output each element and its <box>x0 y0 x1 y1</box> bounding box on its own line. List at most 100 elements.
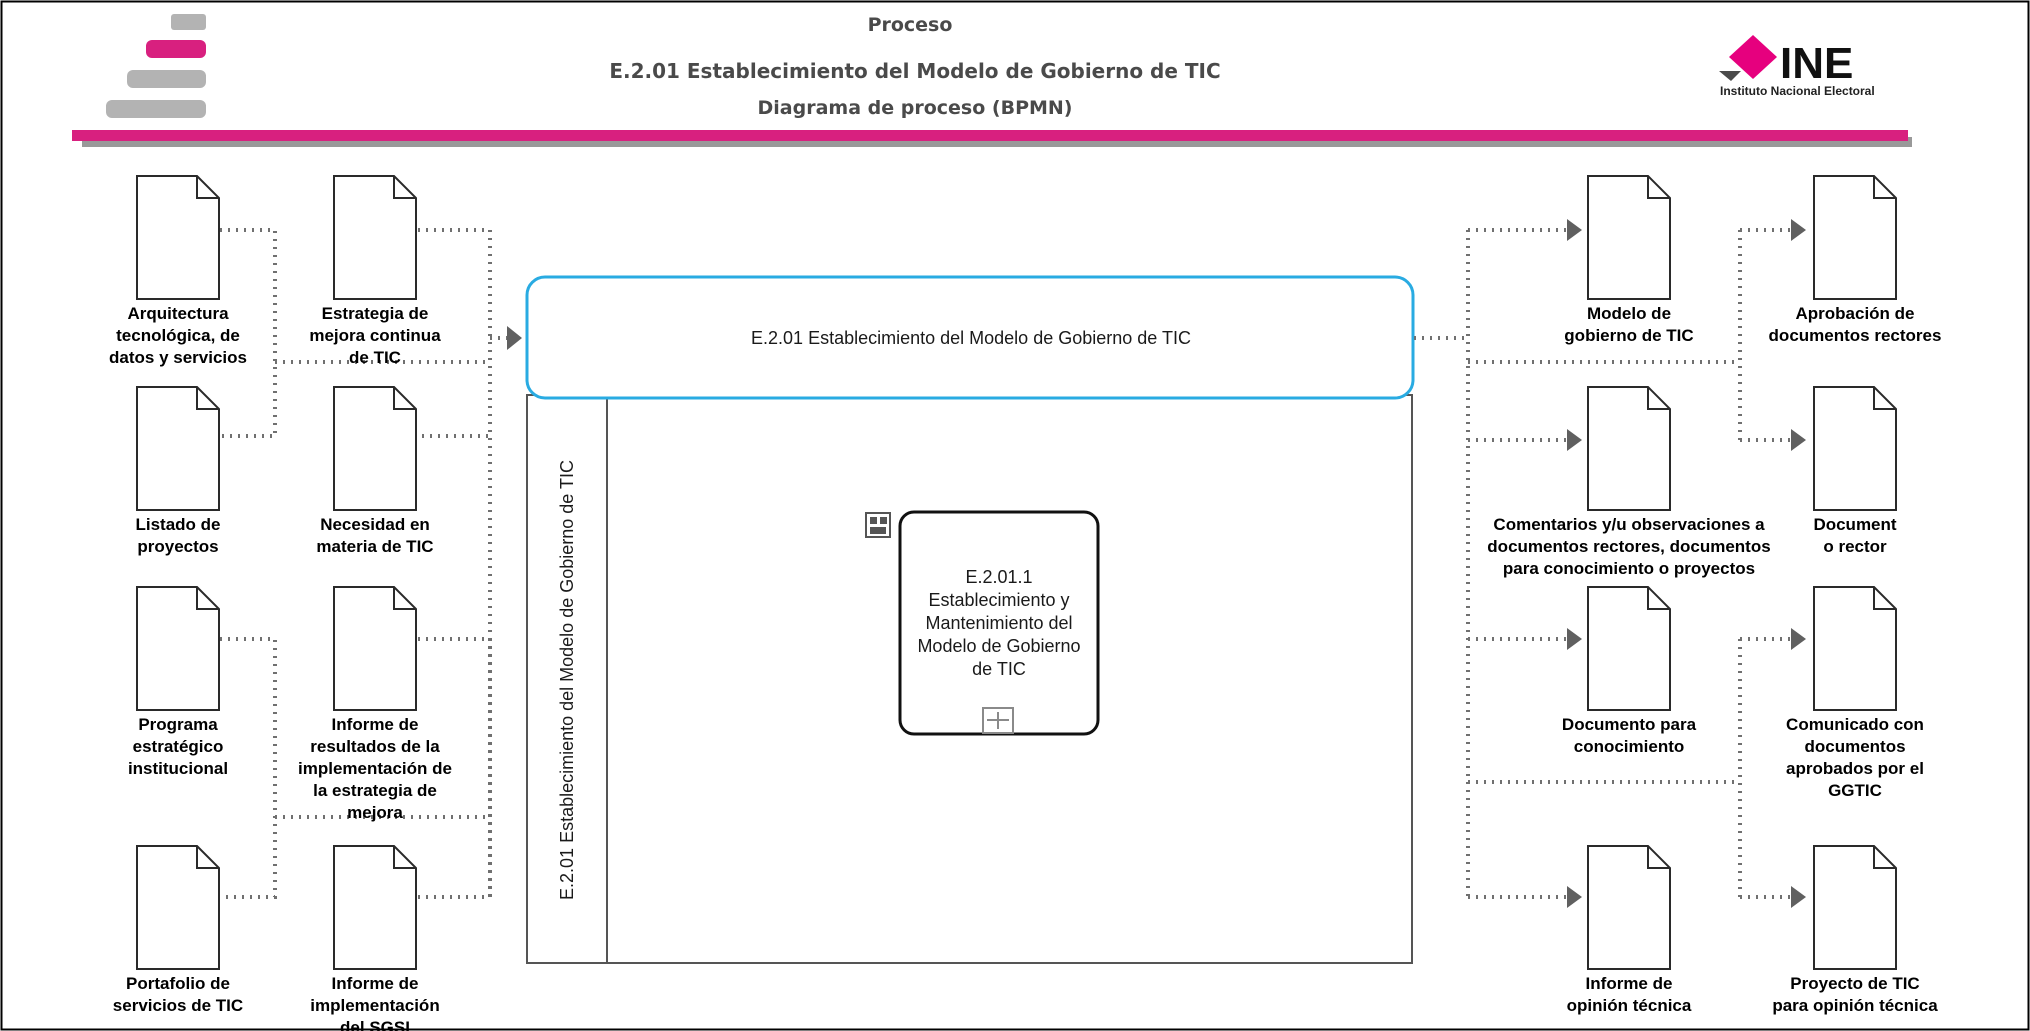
document-label-line: implementación <box>310 996 439 1015</box>
document-icon <box>136 386 220 511</box>
document-label-line: mejora continua <box>309 326 441 345</box>
document-fold <box>196 587 219 610</box>
document-label-line: proyectos <box>137 537 218 556</box>
document-icon <box>1813 175 1897 300</box>
document-icon <box>136 175 220 300</box>
document-label-line: Listado de <box>135 515 220 534</box>
document-fold <box>1647 176 1670 199</box>
document-label-line: Comentarios y/u observaciones a <box>1493 515 1765 534</box>
output-document-8[interactable]: Proyecto de TIC para opinión técnica <box>1772 845 1938 1015</box>
document-label-line: Portafolio de <box>126 974 230 993</box>
subprocess-line-3: Mantenimiento del <box>925 613 1072 633</box>
output-document-3[interactable]: Comentarios y/u observaciones a documento… <box>1487 386 1771 578</box>
input-document-3[interactable]: Listado de proyectos <box>135 386 221 556</box>
output-document-1[interactable]: Modelo de gobierno de TIC <box>1564 175 1694 345</box>
header-bar <box>72 130 1908 141</box>
document-label-line: institucional <box>128 759 228 778</box>
document-label-line: conocimiento <box>1574 737 1685 756</box>
arrowhead <box>1567 219 1582 241</box>
input-document-6[interactable]: Informe de resultados de la implementación… <box>298 586 452 822</box>
input-flow-lines <box>220 228 508 899</box>
document-label-line: para opinión técnica <box>1772 996 1938 1015</box>
arrowhead <box>1567 628 1582 650</box>
input-document-2[interactable]: Estrategia de mejora continua de TIC <box>309 175 441 367</box>
document-label-line: tecnológica, de <box>116 326 240 345</box>
process-box-label: E.2.01 Establecimiento del Modelo de Gob… <box>751 328 1191 348</box>
ine-diamond-icon <box>1729 35 1777 79</box>
document-label-line: documentos rectores <box>1769 326 1942 345</box>
ine-logo-text: INE <box>1780 39 1853 88</box>
document-fold <box>1873 846 1896 869</box>
input-document-1[interactable]: Arquitectura tecnológica, de datos y servi… <box>109 175 247 367</box>
document-label-line: documentos rectores, documentos <box>1487 537 1770 556</box>
subprocess-line-5: de TIC <box>972 659 1026 679</box>
document-label-line: Informe de <box>332 715 419 734</box>
document-label-line: para conocimiento o proyectos <box>1503 559 1755 578</box>
ine-logo: INE Instituto Nacional Electoral <box>1719 35 1875 98</box>
document-label-line: de TIC <box>349 348 401 367</box>
collapsed-subprocess-plus-icon <box>982 707 1014 734</box>
document-label-line: gobierno de TIC <box>1564 326 1693 345</box>
document-label-line: Document <box>1813 515 1896 534</box>
document-label-line: Modelo de <box>1587 304 1671 323</box>
stacked-bars-logo <box>106 14 206 118</box>
document-icon <box>333 386 417 511</box>
documents-layer: Arquitectura tecnológica, de datos y servi… <box>109 175 1942 1031</box>
arrowhead <box>1567 429 1582 451</box>
output-arrowheads <box>1567 219 1806 908</box>
document-icon <box>333 175 417 300</box>
document-icon <box>333 586 417 711</box>
document-fold <box>393 587 416 610</box>
document-label-line: Estrategia de <box>322 304 429 323</box>
document-fold <box>393 846 416 869</box>
document-label-line: Necesidad en <box>320 515 430 534</box>
document-label-line: Programa <box>138 715 218 734</box>
document-icon <box>333 845 417 970</box>
input-document-5[interactable]: Programa estratégico institucional <box>128 586 228 778</box>
document-label-line: implementación de <box>298 759 452 778</box>
document-label-line: Proyecto de TIC <box>1790 974 1919 993</box>
document-label-line: GGTIC <box>1828 781 1882 800</box>
subprocess-type-icon <box>865 512 891 538</box>
input-document-4[interactable]: Necesidad en materia de TIC <box>316 386 434 556</box>
arrowhead <box>1791 219 1806 241</box>
document-label-line: la estrategia de <box>313 781 437 800</box>
input-document-7[interactable]: Portafolio de servicios de TIC <box>113 845 243 1015</box>
document-fold <box>393 387 416 410</box>
document-label-line: servicios de TIC <box>113 996 243 1015</box>
header-kind: Proceso <box>868 14 953 36</box>
output-document-5[interactable]: Documento para conocimiento <box>1562 586 1697 756</box>
document-label-line: o rector <box>1823 537 1887 556</box>
document-label-line: datos y servicios <box>109 348 247 367</box>
document-label-line: documentos <box>1804 737 1905 756</box>
output-flow-lines <box>1414 228 1792 899</box>
document-fold <box>1873 587 1896 610</box>
document-label-line: estratégico <box>133 737 224 756</box>
document-fold <box>1873 176 1896 199</box>
document-label-line: mejora <box>347 803 403 822</box>
document-label-line: Documento para <box>1562 715 1697 734</box>
document-label-line: materia de TIC <box>316 537 433 556</box>
document-label-line: aprobados por el <box>1786 759 1924 778</box>
ine-logo-tagline: Instituto Nacional Electoral <box>1720 84 1875 98</box>
page-subtitle: Diagrama de proceso (BPMN) <box>758 97 1073 119</box>
header-bar-shadow <box>82 137 1912 147</box>
document-label-line: del SGSI <box>340 1018 410 1031</box>
document-icon <box>1587 845 1671 970</box>
output-document-2[interactable]: Aprobación de documentos rectores <box>1769 175 1942 345</box>
subprocess-task[interactable]: E.2.01.1 Establecimiento y Mantenimiento… <box>898 510 1100 736</box>
subprocess-line-4: Modelo de Gobierno <box>917 636 1080 656</box>
document-label-line: Aprobación de <box>1795 304 1914 323</box>
document-label-line: resultados de la <box>310 737 440 756</box>
document-fold <box>196 176 219 199</box>
process-box[interactable] <box>525 275 1415 400</box>
document-icon <box>1587 175 1671 300</box>
subprocess-line-1: E.2.01.1 <box>965 567 1032 587</box>
output-document-4[interactable]: Document o rector <box>1813 386 1897 556</box>
document-icon <box>1813 586 1897 711</box>
document-label-line: Arquitectura <box>127 304 229 323</box>
pool-label: E.2.01 Establecimiento del Modelo de Gob… <box>557 460 577 900</box>
